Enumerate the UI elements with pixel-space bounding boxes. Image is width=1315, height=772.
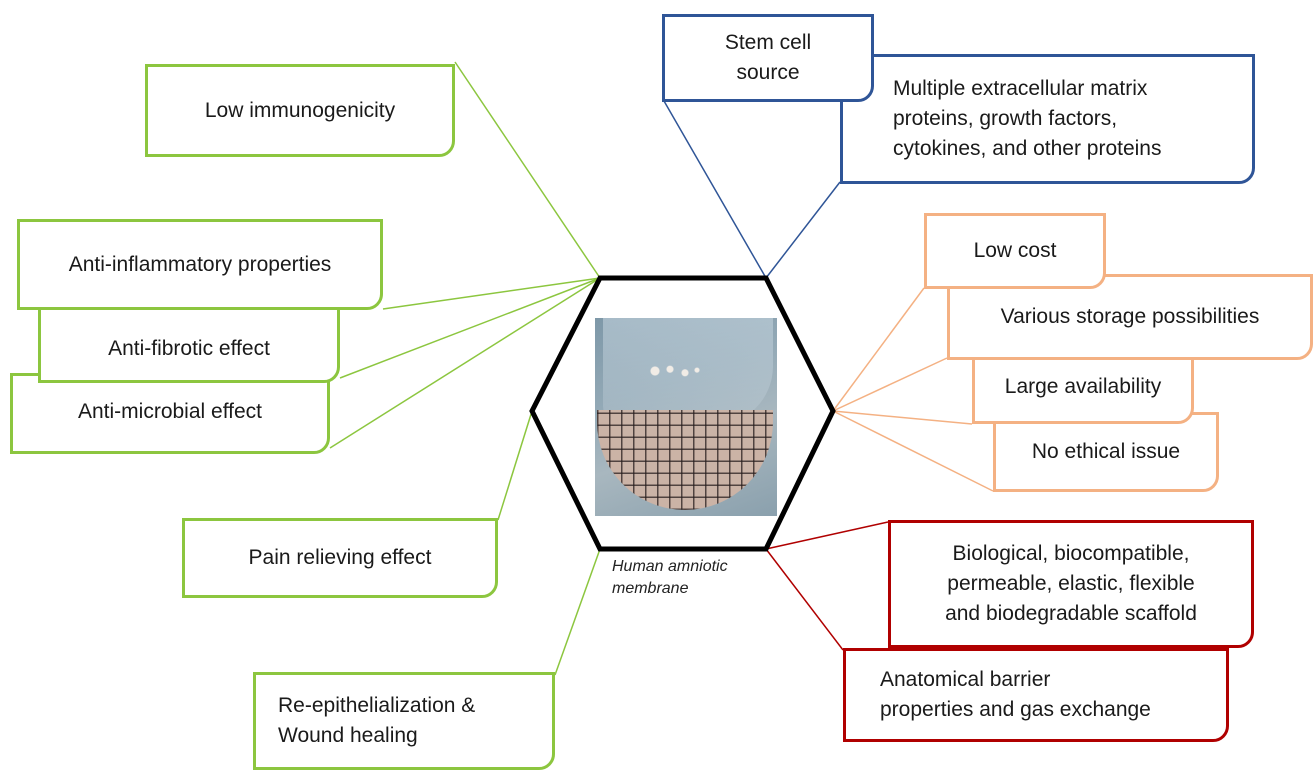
box-anatomical-barrier: Anatomical barrier properties and gas ex… xyxy=(843,648,1229,742)
label-reepithelialization-line1: Re-epithelialization & xyxy=(278,694,476,717)
label-scaffold-line2: permeable, elastic, flexible xyxy=(947,572,1195,595)
label-reepithelialization-line2: Wound healing xyxy=(278,724,418,747)
box-large-availability: Large availability xyxy=(972,350,1194,424)
connector-anti-fibrotic xyxy=(339,277,601,379)
box-no-ethical-issue: No ethical issue xyxy=(993,412,1219,492)
label-pain-relieving: Pain relieving effect xyxy=(248,546,432,569)
connector-ecm xyxy=(765,181,841,279)
label-stem-cell-line2: source xyxy=(736,61,800,84)
box-anti-fibrotic: Anti-fibrotic effect xyxy=(38,305,340,383)
connector-storage xyxy=(832,357,948,412)
connector-anti-inflammatory xyxy=(382,277,601,310)
label-ecm-line3: cytokines, and other proteins xyxy=(893,137,1162,160)
label-no-ethical-issue: No ethical issue xyxy=(1031,440,1181,463)
red-connectors xyxy=(765,521,889,651)
connector-ethical xyxy=(832,410,994,492)
connector-barrier xyxy=(765,548,844,651)
connector-scaffold xyxy=(765,521,889,550)
box-anti-inflammatory: Anti-inflammatory properties xyxy=(17,219,383,310)
connector-reepithelialization xyxy=(554,548,601,676)
label-barrier-line1: Anatomical barrier xyxy=(880,668,1051,691)
box-pain-relieving: Pain relieving effect xyxy=(182,518,498,598)
label-ecm-line2: proteins, growth factors, xyxy=(893,107,1118,130)
box-reepithelialization: Re-epithelialization & Wound healing xyxy=(253,672,555,770)
label-scaffold-line3: and biodegradable scaffold xyxy=(945,602,1197,625)
connector-stem-cell xyxy=(663,100,767,279)
center-caption: Human amniotic membrane xyxy=(612,558,728,597)
connector-low-immunogenicity xyxy=(454,61,601,279)
label-anti-fibrotic: Anti-fibrotic effect xyxy=(108,337,270,360)
green-connectors xyxy=(329,61,601,676)
connector-low-cost xyxy=(832,287,925,412)
connector-availability xyxy=(832,410,973,425)
membrane-grid-mesh xyxy=(597,410,773,510)
box-biological-scaffold: Biological, biocompatible, permeable, el… xyxy=(888,520,1254,648)
box-low-immunogenicity: Low immunogenicity xyxy=(145,64,455,157)
connector-pain-relieving xyxy=(497,410,533,521)
label-anti-inflammatory: Anti-inflammatory properties xyxy=(68,252,332,276)
label-storage-possibilities: Various storage possibilities xyxy=(1000,305,1260,328)
peach-connectors xyxy=(832,287,994,492)
label-stem-cell-line1: Stem cell xyxy=(724,31,812,54)
label-low-immunogenicity: Low immunogenicity xyxy=(204,98,396,122)
membrane-spots xyxy=(643,362,703,380)
box-stem-cell-source: Stem cell source xyxy=(662,14,874,102)
box-ecm-proteins: Multiple extracellular matrix proteins, … xyxy=(840,54,1255,184)
label-large-availability: Large availability xyxy=(1004,375,1162,398)
box-anti-microbial: Anti-microbial effect xyxy=(10,373,330,454)
label-barrier-line2: properties and gas exchange xyxy=(880,698,1151,721)
label-anti-microbial: Anti-microbial effect xyxy=(77,400,263,423)
label-low-cost: Low cost xyxy=(973,239,1057,262)
box-low-cost: Low cost xyxy=(924,213,1106,289)
blue-connectors xyxy=(663,100,841,279)
label-scaffold-line1: Biological, biocompatible, xyxy=(952,542,1190,565)
connector-anti-microbial xyxy=(329,277,601,449)
box-storage-possibilities: Various storage possibilities xyxy=(947,274,1313,360)
amniotic-membrane-photo xyxy=(595,318,777,516)
label-ecm-line1: Multiple extracellular matrix xyxy=(893,77,1148,100)
